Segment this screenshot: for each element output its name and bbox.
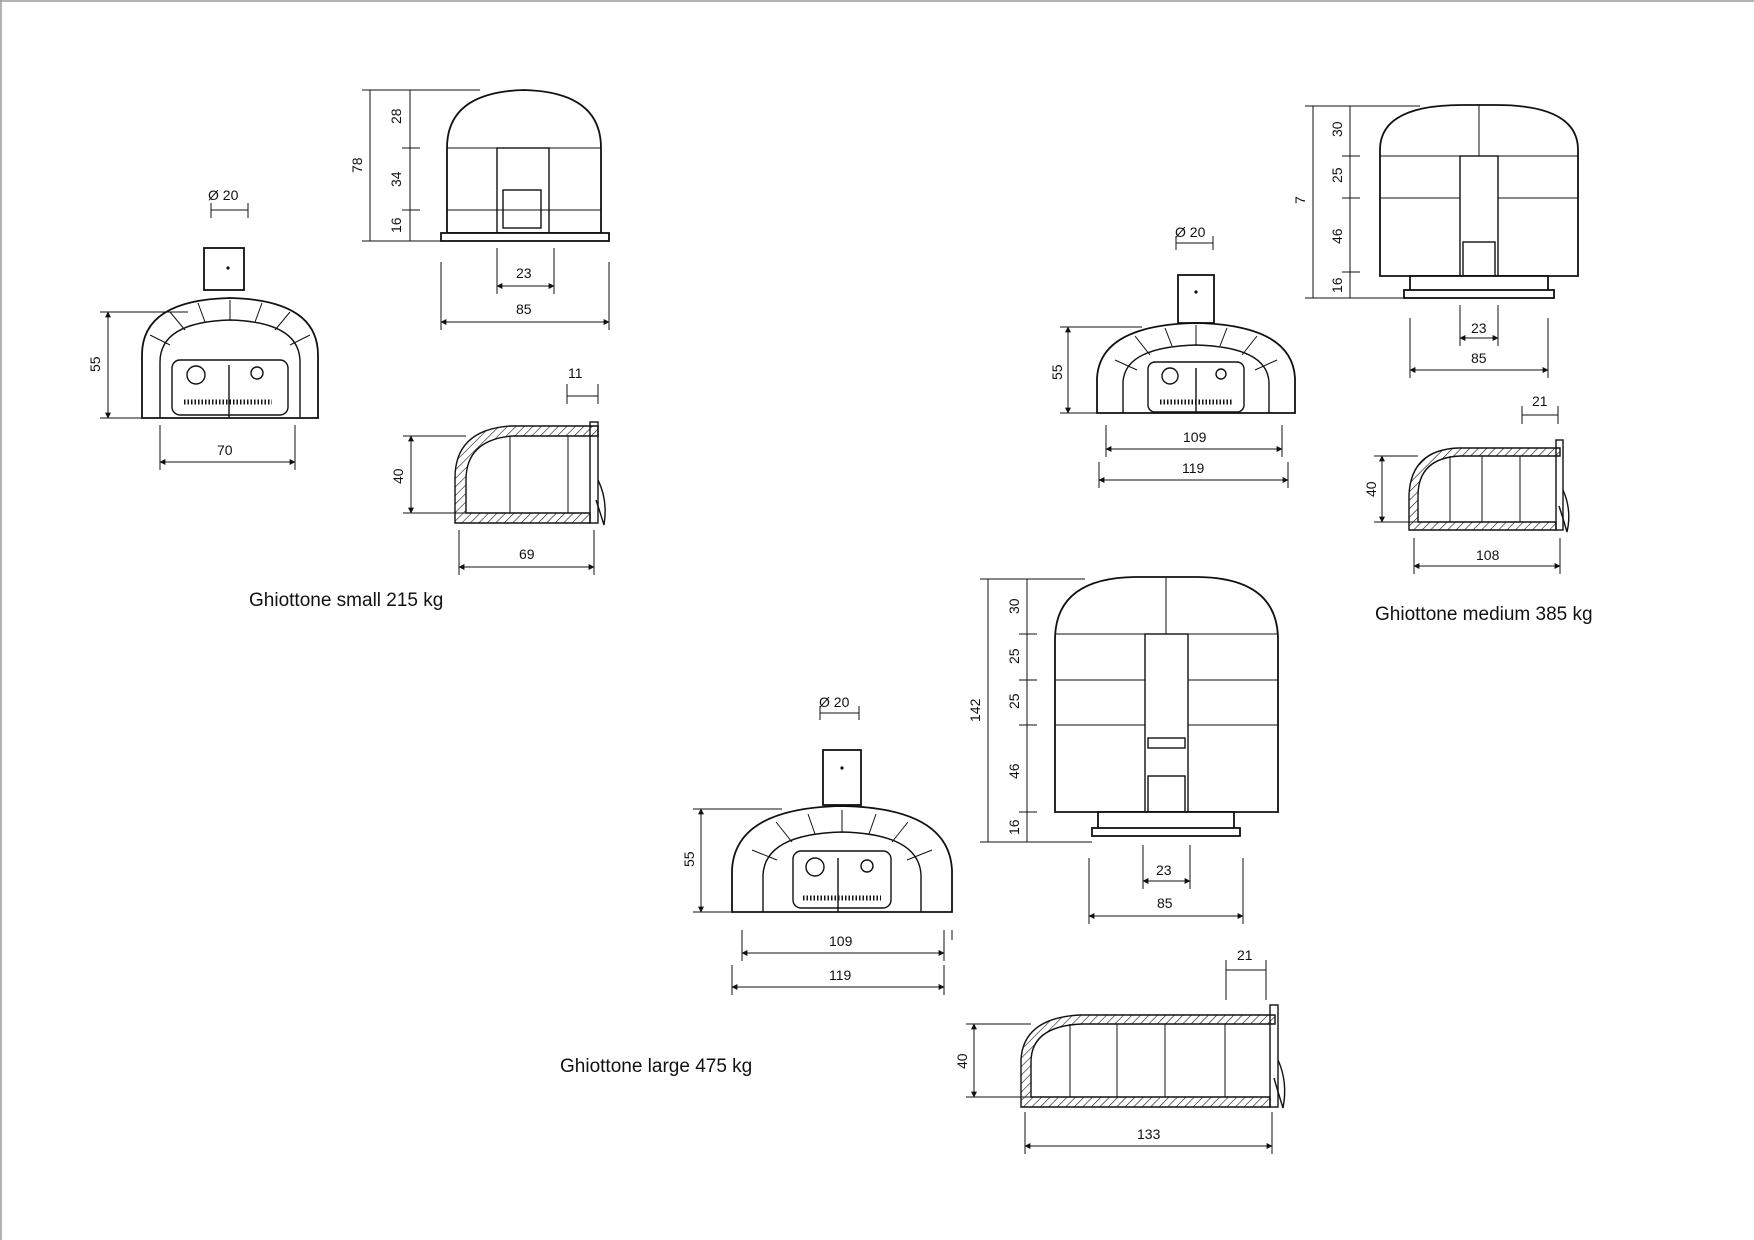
small-front-width-label: 70 <box>217 442 233 458</box>
small-caption: Ghiottone small 215 kg <box>249 590 443 611</box>
medium-side-view: 21 40 108 <box>1363 393 1570 574</box>
small-side-shell <box>454 425 599 524</box>
large-top-width-label: 85 <box>1157 895 1173 911</box>
medium-top-height-3-label: 46 <box>1329 228 1345 244</box>
small-front-view: Ø 20 55 70 <box>87 187 319 470</box>
small-top-base <box>440 232 610 242</box>
large-thermometer-icon <box>805 857 825 877</box>
large-top-opening-label: 23 <box>1156 862 1172 878</box>
medium-front-width-label: 119 <box>1182 460 1205 476</box>
large-side-door <box>1269 1004 1279 1108</box>
large-front-width-label: 119 <box>829 967 852 983</box>
large-side-door-label: 21 <box>1237 947 1253 963</box>
large-side-shell <box>1020 1014 1276 1108</box>
small-side-depth-label: 69 <box>519 546 535 562</box>
medium-vent-knob-icon <box>1215 368 1227 380</box>
medium-top-height-2-label: 25 <box>1329 167 1345 183</box>
model-small: Ø 20 55 70 <box>87 89 610 611</box>
large-front-inner-width-label: 109 <box>829 933 853 949</box>
medium-side-door-label: 21 <box>1532 393 1548 409</box>
medium-front-view: Ø 20 55 109 119 <box>1049 224 1296 488</box>
model-medium: Ø 20 55 109 119 <box>1049 104 1593 625</box>
medium-side-shell <box>1408 447 1561 531</box>
medium-front-height-label: 55 <box>1049 364 1065 380</box>
small-top-height-3-label: 16 <box>388 217 404 233</box>
medium-caption: Ghiottone medium 385 kg <box>1375 604 1593 625</box>
small-top-view: 78 28 34 16 23 85 <box>349 89 610 330</box>
medium-top-dome <box>1379 104 1579 277</box>
small-thermometer-icon <box>186 365 206 385</box>
large-oven-mouth <box>792 850 892 909</box>
large-top-height-4-label: 46 <box>1006 763 1022 779</box>
large-oven-shell <box>731 805 953 913</box>
medium-front-inner-width-label: 109 <box>1183 429 1207 445</box>
large-side-view: 21 40 133 <box>954 947 1286 1154</box>
medium-flue-pipe <box>1177 274 1215 324</box>
large-side-depth-label: 133 <box>1137 1126 1161 1142</box>
small-top-height-2-label: 34 <box>388 171 404 187</box>
large-top-total-height-label: 142 <box>967 698 983 722</box>
small-side-height-label: 40 <box>390 468 406 484</box>
medium-flue-diameter-label: Ø 20 <box>1175 224 1206 240</box>
model-large: Ø 20 55 109 119 <box>560 576 1286 1154</box>
small-oven-mouth <box>171 359 289 416</box>
large-front-height-label: 55 <box>681 851 697 867</box>
small-top-total-height-label: 78 <box>349 157 365 173</box>
small-side-door <box>589 421 599 524</box>
large-top-view: 142 30 25 25 46 16 23 85 <box>967 576 1279 924</box>
large-flue-pipe <box>822 749 862 806</box>
small-flue-diameter-label: Ø 20 <box>208 187 239 203</box>
medium-top-base <box>1403 289 1555 299</box>
small-flue-pipe <box>203 247 245 291</box>
medium-thermometer-icon <box>1161 367 1179 385</box>
large-top-height-2-label: 25 <box>1006 648 1022 664</box>
small-front-height-label: 55 <box>87 356 103 372</box>
small-side-door-label: 11 <box>568 365 583 381</box>
large-flue-diameter-label: Ø 20 <box>819 694 850 710</box>
large-vent-knob-icon <box>860 859 874 873</box>
large-side-height-label: 40 <box>954 1053 970 1069</box>
large-caption: Ghiottone large 475 kg <box>560 1056 752 1077</box>
medium-top-width-label: 85 <box>1471 350 1487 366</box>
small-top-dome <box>446 89 602 234</box>
medium-side-depth-label: 108 <box>1476 547 1500 563</box>
small-top-height-1-label: 28 <box>388 108 404 124</box>
large-top-height-3-label: 25 <box>1006 693 1022 709</box>
medium-side-handle <box>1558 489 1570 533</box>
small-side-view: 11 40 69 <box>390 365 606 575</box>
large-side-handle <box>1273 1059 1286 1109</box>
small-vent-knob-icon <box>250 366 264 380</box>
small-top-width-label: 85 <box>516 301 532 317</box>
medium-top-height-4-label: 16 <box>1329 277 1345 293</box>
medium-top-total-height-label: 7 <box>1292 196 1308 204</box>
large-top-height-1-label: 30 <box>1006 598 1022 614</box>
medium-top-view: 7 30 25 46 16 23 85 <box>1292 104 1579 378</box>
medium-top-opening-label: 23 <box>1471 320 1487 336</box>
medium-side-door <box>1555 439 1564 531</box>
large-front-view: Ø 20 55 109 119 <box>681 694 953 995</box>
medium-side-height-label: 40 <box>1363 481 1379 497</box>
large-top-dome <box>1054 576 1279 813</box>
small-side-handle <box>595 479 606 526</box>
large-top-height-5-label: 16 <box>1006 819 1022 835</box>
small-top-opening-label: 23 <box>516 265 532 281</box>
large-top-base <box>1091 827 1241 837</box>
medium-top-height-1-label: 30 <box>1329 121 1345 137</box>
